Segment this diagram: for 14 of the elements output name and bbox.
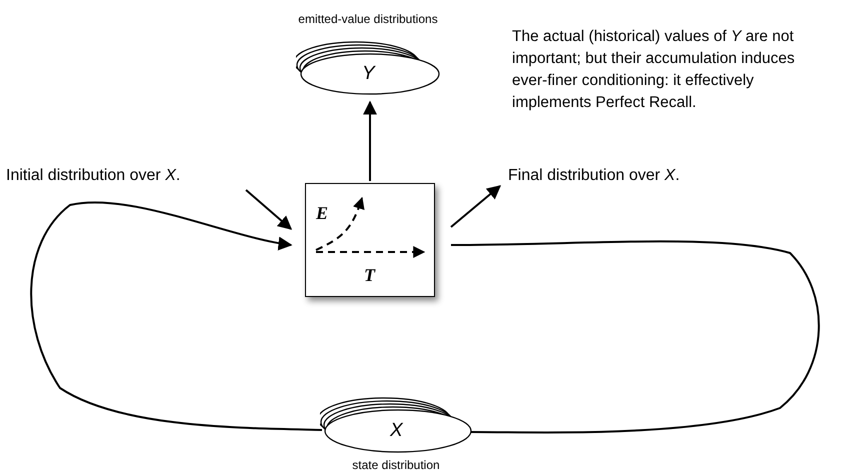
process-box bbox=[305, 183, 435, 297]
variable-label: X bbox=[390, 421, 403, 440]
annotation-text: Initial distribution over X. bbox=[6, 164, 256, 188]
variable-label: E bbox=[316, 204, 328, 222]
arrow bbox=[30, 202, 322, 431]
note-text: The actual (historical) values of Y are not important; but their accumulation induces ever-finer conditioning: it effectively implements Perfect Recall. bbox=[512, 27, 796, 113]
variable-label: T bbox=[364, 266, 375, 284]
node-label: emitted-value distributions bbox=[297, 11, 439, 28]
arrow bbox=[450, 185, 502, 228]
variable-label: Y bbox=[362, 64, 375, 83]
arrow bbox=[245, 189, 292, 230]
annotation-text: Final distribution over X. bbox=[508, 164, 758, 188]
arrow bbox=[363, 100, 377, 181]
node-label: state distribution bbox=[351, 457, 441, 474]
